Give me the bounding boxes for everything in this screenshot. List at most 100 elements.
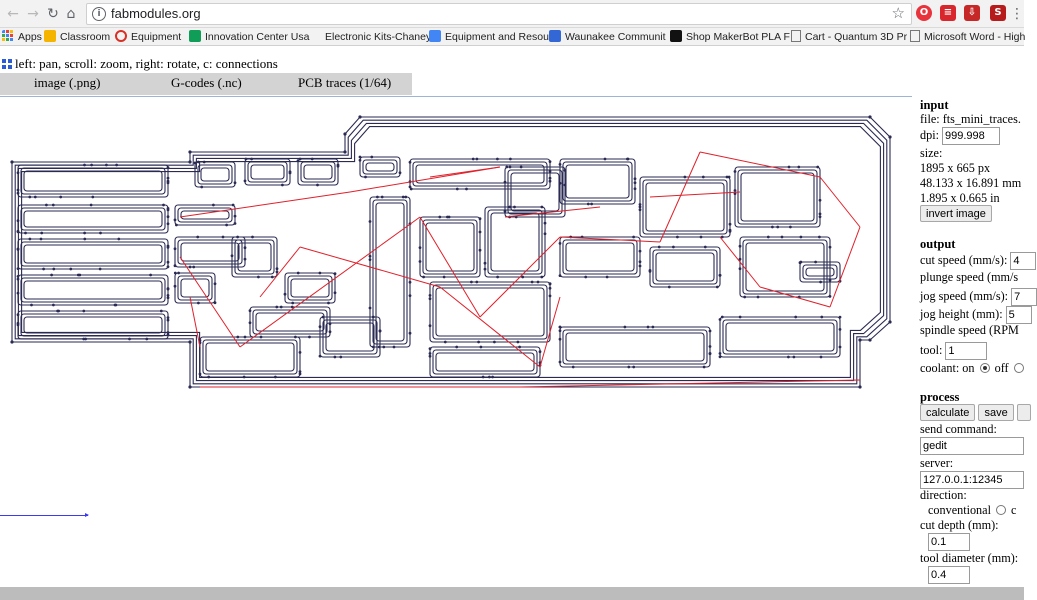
tab-image[interactable]: image (.png) [34, 75, 101, 90]
reload-icon[interactable]: ↻ [47, 6, 59, 22]
forward-icon[interactable]: → [27, 6, 39, 22]
invert-image-button[interactable]: invert image [920, 205, 992, 222]
file-name: fts_mini_traces. [942, 112, 1021, 126]
controls-hint: left: pan, scroll: zoom, right: rotate, … [2, 56, 278, 72]
bookmark-item[interactable]: Electronic Kits-Chaney [325, 29, 431, 45]
bookmark-item[interactable]: Innovation Center Usa [189, 29, 309, 45]
bookmark-label: Equipment and Resou [445, 31, 549, 43]
send-button[interactable] [1016, 404, 1031, 421]
sheets-icon [189, 30, 201, 42]
settings-panel: input file: fts_mini_traces. dpi: size: … [918, 97, 1037, 587]
browser-toolbar: ← → ↻ ⌂ i fabmodules.org ☆ O ≡ ⇩ S ⋮ [0, 0, 1024, 28]
coolant-off-radio[interactable] [1013, 363, 1024, 373]
coolant-off-label: off [994, 361, 1009, 375]
jog-speed-input[interactable] [1011, 288, 1037, 306]
x-axis-indicator [0, 513, 89, 517]
cut-depth-input[interactable] [928, 533, 970, 551]
page-icon [791, 30, 801, 42]
bookmark-star-icon[interactable]: ☆ [891, 4, 905, 22]
bookmark-label: Cart - Quantum 3D Pr [805, 31, 908, 43]
size-px: 1895 x 665 px [920, 161, 991, 175]
stack-extension-icon[interactable]: ≡ [940, 5, 956, 21]
bookmark-item[interactable]: Cart - Quantum 3D Pr [791, 29, 907, 45]
send-command-input[interactable] [920, 437, 1024, 455]
send-command-label: send command: [920, 422, 997, 436]
menu-icon[interactable]: ⋮ [1010, 6, 1024, 22]
address-bar[interactable]: i fabmodules.org ☆ [86, 3, 912, 25]
cut-depth-label: cut depth (mm): [920, 518, 999, 532]
bookmark-item[interactable]: Apps [2, 29, 42, 45]
opera-extension-icon[interactable]: O [916, 5, 932, 21]
size-in: 1.895 x 0.665 in [920, 191, 1000, 205]
jog-speed-label: jog speed (mm/s): [920, 288, 1009, 303]
direction-label: direction: [920, 488, 967, 502]
bookmark-label: Classroom [60, 31, 111, 43]
horizontal-scrollbar[interactable] [0, 587, 1024, 600]
toolpath-canvas[interactable] [0, 97, 912, 587]
pcb-traces [11, 116, 891, 388]
size-mm: 48.133 x 16.891 mm [920, 176, 1022, 190]
size-label: size: [920, 146, 943, 160]
direction-conventional-label: conventional [928, 503, 991, 517]
tab-gcodes[interactable]: G-codes (.nc) [171, 75, 242, 90]
dpi-label: dpi: [920, 127, 939, 142]
tool-diameter-label: tool diameter (mm): [920, 551, 1019, 565]
classroom-icon [44, 30, 56, 42]
apps-grid-icon [2, 30, 14, 42]
dpi-row: dpi: [920, 127, 1001, 145]
fab-grid-icon[interactable] [2, 59, 12, 69]
bookmark-item[interactable]: Equipment and Resou [429, 29, 549, 45]
toolpath-connections [179, 151, 861, 388]
cut-speed-label: cut speed (mm/s): [920, 252, 1008, 267]
bookmarks-bar: Apps Classroom Equipment Innovation Cent… [0, 28, 1026, 46]
home-icon[interactable]: ⌂ [66, 6, 76, 22]
back-icon[interactable]: ← [7, 6, 19, 22]
tool-input[interactable] [945, 342, 988, 360]
bookmark-item[interactable]: Equipment [115, 29, 185, 45]
cut-speed-input[interactable] [1010, 252, 1037, 270]
direction-conventional-radio[interactable] [996, 505, 1006, 515]
save-button[interactable]: save [978, 404, 1014, 421]
tab-pcb-traces[interactable]: PCB traces (1/64) [298, 75, 392, 90]
docs-icon [429, 30, 441, 42]
bookmark-label: Shop MakerBot PLA F [686, 31, 790, 43]
tab-divider [0, 96, 912, 97]
bookmark-label: Microsoft Word - High [924, 31, 1026, 43]
process-buttons: calculate save [920, 404, 1031, 421]
file-row: file: fts_mini_traces. [920, 112, 1021, 127]
toolpath-points [10, 115, 892, 389]
coolant-on-radio[interactable] [979, 363, 990, 373]
pdf-extension-icon[interactable]: ⇩ [964, 5, 980, 21]
direction-row: conventional c [928, 503, 1016, 518]
tool-row: tool: [920, 342, 988, 360]
output-tabs: image (.png) G-codes (.nc) PCB traces (1… [0, 73, 412, 95]
server-input[interactable] [920, 471, 1024, 489]
coolant-row: coolant: on off [920, 361, 1026, 376]
spindle-speed-label: spindle speed (RPM [920, 323, 1019, 337]
school-icon [549, 30, 561, 42]
makerbot-icon [670, 30, 682, 42]
bookmark-label: Waunakee Communit [565, 31, 666, 43]
dpi-input[interactable] [942, 127, 1001, 145]
calculate-button[interactable]: calculate [920, 404, 976, 421]
input-section-title: input [920, 98, 949, 112]
bookmark-label: Innovation Center Usa [205, 31, 310, 43]
bookmark-label: Electronic Kits-Chaney [325, 31, 432, 43]
tool-label: tool: [920, 342, 943, 357]
output-section-title: output [920, 237, 956, 251]
file-label: file: [920, 112, 940, 126]
bookmark-item[interactable]: Waunakee Communit [549, 29, 666, 45]
bookmark-item[interactable]: Classroom [44, 29, 110, 45]
s-extension-icon[interactable]: S [990, 5, 1006, 21]
bookmark-item[interactable]: Microsoft Word - High [910, 29, 1026, 45]
tool-diameter-input[interactable] [928, 566, 970, 584]
page-icon [910, 30, 920, 42]
controls-hint-text: left: pan, scroll: zoom, right: rotate, … [15, 56, 278, 71]
server-label: server: [920, 456, 954, 470]
process-section-title: process [920, 390, 960, 404]
bookmark-item[interactable]: Shop MakerBot PLA F [670, 29, 790, 45]
jog-height-input[interactable] [1005, 306, 1032, 324]
site-info-icon[interactable]: i [92, 7, 106, 21]
address-url[interactable]: fabmodules.org [111, 6, 201, 21]
toolpath-view[interactable] [0, 97, 912, 587]
